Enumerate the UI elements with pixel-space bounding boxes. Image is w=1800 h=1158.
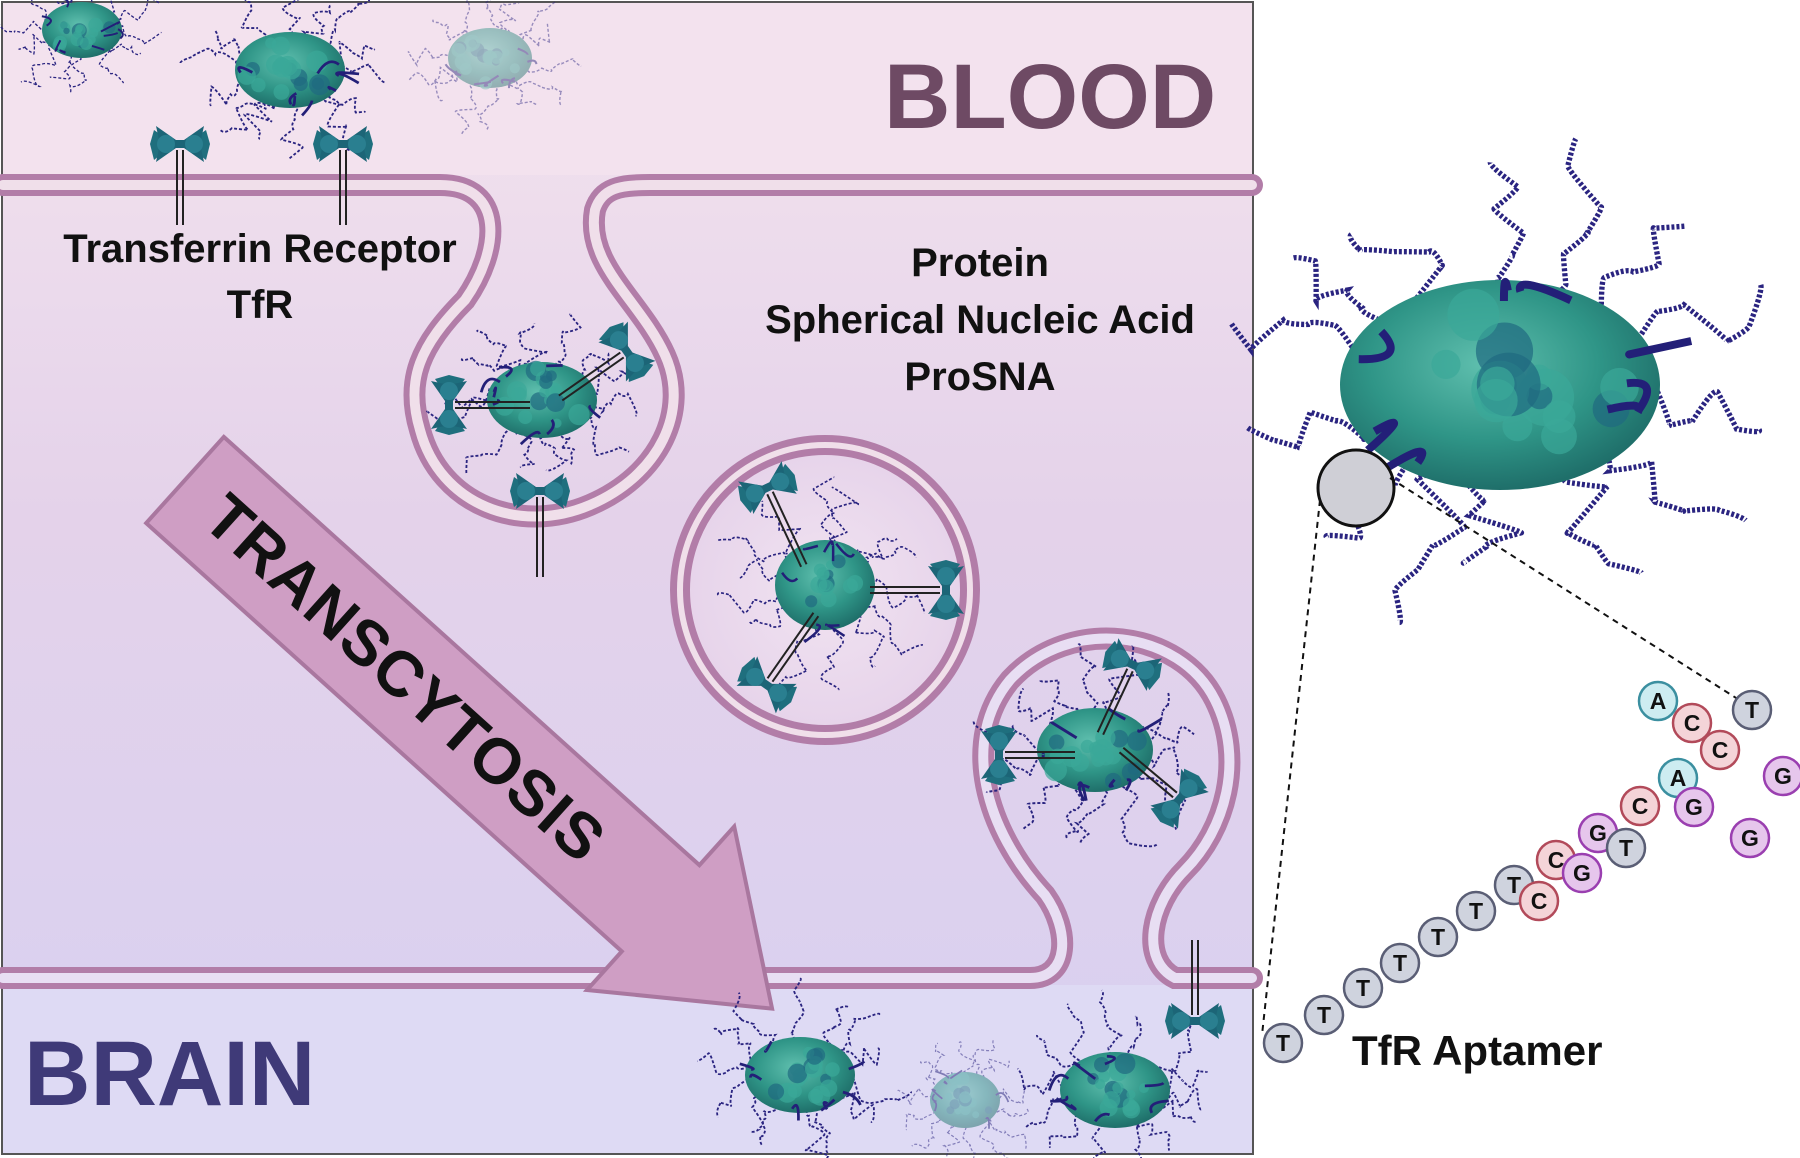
transferrin-receptor <box>1118 746 1209 829</box>
transferrin-receptor <box>558 321 656 402</box>
nucleotide-G: G <box>1729 817 1771 859</box>
nucleotide-letter: G <box>1573 860 1591 886</box>
nucleotide-letter: A <box>1650 688 1667 714</box>
transferrin-receptor <box>981 725 1075 785</box>
prosna-particle <box>1016 989 1208 1158</box>
nucleotide-letter: C <box>1684 710 1701 736</box>
nucleotide-letter: G <box>1774 763 1792 789</box>
blood-region <box>3 3 1252 175</box>
transferrin-receptors <box>150 126 1225 1039</box>
nucleotide-T: T <box>1303 994 1345 1036</box>
prosna-particle <box>972 643 1195 848</box>
prosna-particle <box>407 0 582 135</box>
prosna-particle <box>179 0 386 160</box>
nucleotide-letter: T <box>1356 975 1370 1001</box>
prosna-particle <box>0 0 162 93</box>
nucleotide-G: G <box>1561 852 1603 894</box>
nucleotide-letter: G <box>1589 820 1607 846</box>
transferrin-receptor <box>313 126 373 225</box>
prosna-particle <box>1228 137 1764 626</box>
transferrin-receptor <box>737 461 808 568</box>
transferrin-receptor <box>1096 638 1163 736</box>
brain-label: BRAIN <box>24 1023 315 1125</box>
transferrin-receptor <box>510 473 570 577</box>
nucleotide-G: G <box>1762 755 1800 797</box>
nucleotide-letter: G <box>1741 825 1759 851</box>
nucleotide-T: T <box>1417 916 1459 958</box>
nucleotide-letter: C <box>1548 847 1565 873</box>
prosna-label-line2: Spherical Nucleic Acid <box>765 298 1195 342</box>
prosna-particle <box>897 1039 1029 1158</box>
nucleotide-letter: T <box>1431 924 1445 950</box>
nucleotide-G: G <box>1673 786 1715 828</box>
receptor-label-line1: Transferrin Receptor <box>63 227 456 271</box>
nucleotide-letter: T <box>1393 950 1407 976</box>
transferrin-receptor <box>870 560 964 620</box>
zoom-line-right <box>1389 477 1756 711</box>
nucleotide-letter: C <box>1712 737 1729 763</box>
nucleotide-C: C <box>1699 729 1741 771</box>
nucleotide-C: C <box>1671 702 1713 744</box>
nucleotide-T: T <box>1342 967 1384 1009</box>
prosna-enlarged <box>1228 137 1764 626</box>
prosna-particles <box>0 0 1208 1158</box>
nucleotide-letter: T <box>1507 872 1521 898</box>
nucleotide-letter: G <box>1685 794 1703 820</box>
prosna-label-line1: Protein <box>911 241 1049 285</box>
nucleotide-letter: T <box>1469 898 1483 924</box>
nucleotide-letter: T <box>1619 835 1633 861</box>
prosna-particle <box>696 977 912 1158</box>
nucleotide-T: T <box>1262 1022 1304 1064</box>
zoom-circle <box>1316 448 1396 528</box>
nucleotide-C: C <box>1619 785 1661 827</box>
nucleotide-T: T <box>1605 827 1647 869</box>
transferrin-receptor <box>736 612 820 714</box>
prosna-particle <box>426 313 647 474</box>
nucleotide-T: T <box>1731 689 1773 731</box>
transferrin-receptor <box>431 375 530 435</box>
nucleotide-letter: C <box>1531 888 1548 914</box>
brain-region <box>3 985 1252 1153</box>
transferrin-receptor <box>1165 940 1225 1039</box>
nucleotide-G: G <box>1577 812 1619 854</box>
receptor-label-line2: TfR <box>227 283 294 327</box>
nucleotide-C: C <box>1518 880 1560 922</box>
nucleotide-T: T <box>1455 890 1497 932</box>
prosna-label-line3: ProSNA <box>904 355 1055 399</box>
transferrin-receptor <box>150 126 210 225</box>
zoom-line-left <box>1261 499 1321 1036</box>
nucleotide-letter: T <box>1745 697 1759 723</box>
prosna-particle <box>716 476 926 691</box>
nucleotide-letter: T <box>1317 1002 1331 1028</box>
nucleotide-T: T <box>1379 942 1421 984</box>
nucleotide-letter: C <box>1632 793 1649 819</box>
blood-label: BLOOD <box>884 46 1216 148</box>
nucleotide-letter: A <box>1670 765 1687 791</box>
nucleotide-A: A <box>1637 680 1679 722</box>
aptamer-label: TfR Aptamer <box>1352 1027 1602 1074</box>
nucleotide-letter: T <box>1276 1030 1290 1056</box>
